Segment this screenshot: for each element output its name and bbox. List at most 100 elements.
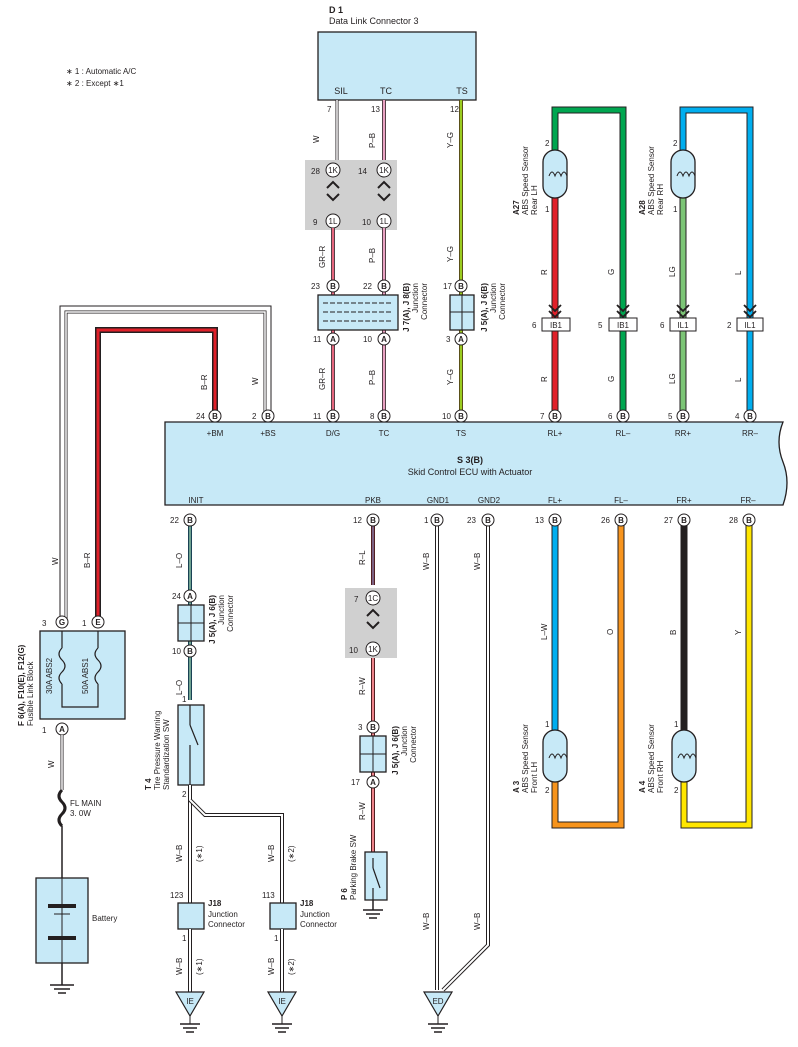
ground-icon: [266, 991, 298, 1018]
j56ts-pin-3: 3: [446, 335, 451, 344]
j56ts-code: J 5(A), J 6(B): [480, 283, 489, 332]
term-flm: FL–: [614, 496, 628, 505]
a27-pin-2: 2: [545, 139, 550, 148]
label-r: R: [540, 269, 549, 275]
label-rl: R–L: [358, 550, 367, 565]
a4-pin-1: 1: [674, 720, 679, 729]
a3-pin-2: 2: [545, 786, 550, 795]
fusible-link-block: 3 G 1 E 30A ABS2 50A ABS1 1 A F 6(A), F1…: [17, 615, 126, 736]
fb-conn-e: E: [95, 618, 101, 627]
conn-b: B: [747, 412, 753, 421]
term-label-dg: D/G: [326, 429, 340, 438]
label-b: B: [669, 630, 678, 635]
pin-4: 4: [735, 412, 740, 421]
pin-12: 12: [353, 516, 362, 525]
il1-b: IL1: [744, 321, 756, 330]
term-init: INIT: [188, 496, 203, 505]
j18b-pin-1: 1: [274, 934, 279, 943]
label-yg1: Y–G: [446, 132, 455, 148]
term-label-tc: TC: [379, 429, 390, 438]
t4-name2: Standardization SW: [162, 719, 171, 790]
label-o: O: [606, 629, 615, 635]
label-lo2: L–O: [175, 680, 184, 695]
a27-name2: Rear LH: [530, 185, 539, 215]
label-lo1: L–O: [175, 553, 184, 568]
a28-name1: ABS Speed Sensor: [647, 146, 656, 215]
a27-name1: ABS Speed Sensor: [521, 146, 530, 215]
j18a-name2: Connector: [208, 920, 245, 929]
connector-arrow-icon: [743, 304, 757, 319]
term-frm: FR–: [740, 496, 756, 505]
label-wb-g2: W–B: [473, 553, 482, 570]
connector-arrow-icon: [676, 304, 690, 319]
pin-1: 1: [424, 516, 429, 525]
j56p-pin-17: 17: [351, 778, 360, 787]
conn-b: B: [485, 516, 491, 525]
battery-label: Battery: [92, 914, 117, 923]
label-s3: (∗1): [195, 958, 204, 975]
conn-b: B: [746, 516, 752, 525]
label-yg3: Y–G: [446, 369, 455, 385]
dlc-num-7: 7: [327, 105, 332, 114]
label-s4: (∗2): [287, 958, 296, 975]
junction-connector-j7-j8: 23 22 B B 11 10 A A J 7(A), J 8(B) Junct…: [311, 279, 429, 346]
conn-a: A: [458, 335, 464, 344]
t4-name1: Tire Pressure Warning: [153, 711, 162, 790]
label-grr: GR–R: [318, 246, 327, 268]
j56i-name1: Junction: [217, 595, 226, 625]
j56i-pin-10: 10: [172, 647, 181, 656]
j56ts-name2: Connector: [498, 283, 507, 320]
jpk-7: 7: [354, 595, 359, 604]
coil-icon: [548, 171, 568, 178]
fb-conn-g: G: [59, 618, 65, 627]
j18a-pin-123: 123: [170, 891, 184, 900]
ecu-body: [164, 421, 788, 506]
conn-b: B: [330, 282, 336, 291]
t4-code: T 4: [144, 778, 153, 790]
jc-1l-a: 1L: [329, 217, 338, 226]
label-pb2: P–B: [368, 248, 377, 263]
fuse-icon: [58, 631, 102, 708]
ib1-b: IB1: [617, 321, 630, 330]
pin-5: 5: [668, 412, 673, 421]
ground-ie-2: IE: [266, 991, 298, 1033]
j18a-code: J18: [208, 899, 222, 908]
note-2: ∗ 2 : Except ∗1: [66, 79, 124, 88]
term-tc: B 8 TC: [370, 409, 391, 438]
switch-icon: [372, 867, 381, 889]
ecu-bottom-pins: B 22 B 12 B 1 B 23 B 13 B 26 B 27 B 28: [170, 513, 756, 527]
jp-28: 28: [311, 167, 320, 176]
conn-b: B: [212, 412, 218, 421]
term-rlp: B 7 RL+: [540, 409, 563, 438]
ground-ie-1: IE: [174, 991, 206, 1033]
pin-8: 8: [370, 412, 375, 421]
ib1-a-pin: 6: [532, 321, 537, 330]
label-l2: L: [734, 377, 743, 382]
term-rrm: B 4 RR–: [735, 409, 759, 438]
coil-icon: [677, 753, 697, 760]
conn-b: B: [434, 516, 440, 525]
term-rrp: B 5 RR+: [668, 409, 691, 438]
jc-1l-b: 1L: [380, 217, 389, 226]
label-pb3: P–B: [368, 370, 377, 385]
j78-name1: Junction: [411, 283, 420, 313]
tire-pressure-switch: 1 2 T 4 Tire Pressure Warning Standardiz…: [144, 695, 205, 799]
junction-1c-1k: 7 1C 10 1K: [349, 590, 381, 657]
ground-icon: [50, 984, 74, 994]
j56i-name2: Connector: [226, 595, 235, 632]
conn-b: B: [381, 282, 387, 291]
inline-connectors: IB1 6 IB1 5 IL1 6 IL1 2: [532, 304, 764, 332]
j18b-code: J18: [300, 899, 314, 908]
fb-conn-a: A: [59, 725, 65, 734]
jpk-10: 10: [349, 646, 358, 655]
conn-b: B: [620, 412, 626, 421]
label-w-bs: W: [251, 377, 260, 385]
conn-b: B: [187, 516, 193, 525]
fl-main-fuse-icon: [57, 788, 67, 828]
j18a-pin-1: 1: [182, 934, 187, 943]
j56p-code: J 5(A), J 6(B): [391, 726, 400, 775]
parking-brake-switch: P 6 Parking Brake SW: [340, 834, 388, 919]
pin-24: 24: [196, 412, 205, 421]
sensor-a27: 2 1 A27 ABS Speed Sensor Rear LH: [512, 139, 568, 215]
t4-pin-2: 2: [182, 790, 187, 799]
